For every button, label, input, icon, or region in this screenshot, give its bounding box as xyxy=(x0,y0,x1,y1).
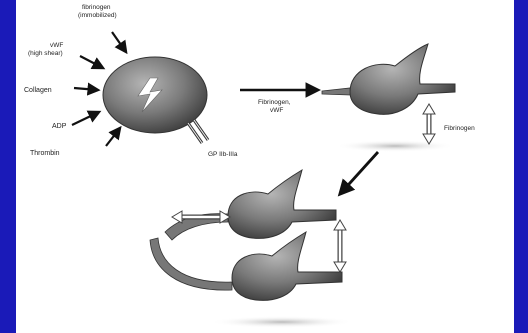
label-arrow-2: vWF xyxy=(270,107,283,114)
label-fibrinogen-immobilized-2: (immobilized) xyxy=(78,12,117,19)
label-arrow-1: Fibrinogen, xyxy=(258,99,291,106)
activation-arrow: Fibrinogen, vWF xyxy=(240,90,318,114)
fibrinogen-bridge xyxy=(423,104,435,144)
label-collagen: Collagen xyxy=(24,87,52,94)
adhered-platelet: Fibrinogen xyxy=(322,44,475,152)
gp-receptor-shape xyxy=(188,120,208,143)
label-vwf-2: (high shear) xyxy=(28,50,63,57)
label-fibrinogen-immobilized-1: fibrinogen xyxy=(82,4,111,11)
label-fibrinogen-right: Fibrinogen xyxy=(444,125,475,132)
label-thrombin: Thrombin xyxy=(30,150,60,157)
label-adp: ADP xyxy=(52,123,67,130)
aggregation-arrow xyxy=(340,152,378,194)
fibrinogen-bridge-vertical xyxy=(334,220,346,272)
label-gp-receptor: GP IIb-IIIa xyxy=(208,151,238,158)
aggregated-platelets xyxy=(150,170,354,328)
label-vwf-1: vWF xyxy=(50,42,63,49)
